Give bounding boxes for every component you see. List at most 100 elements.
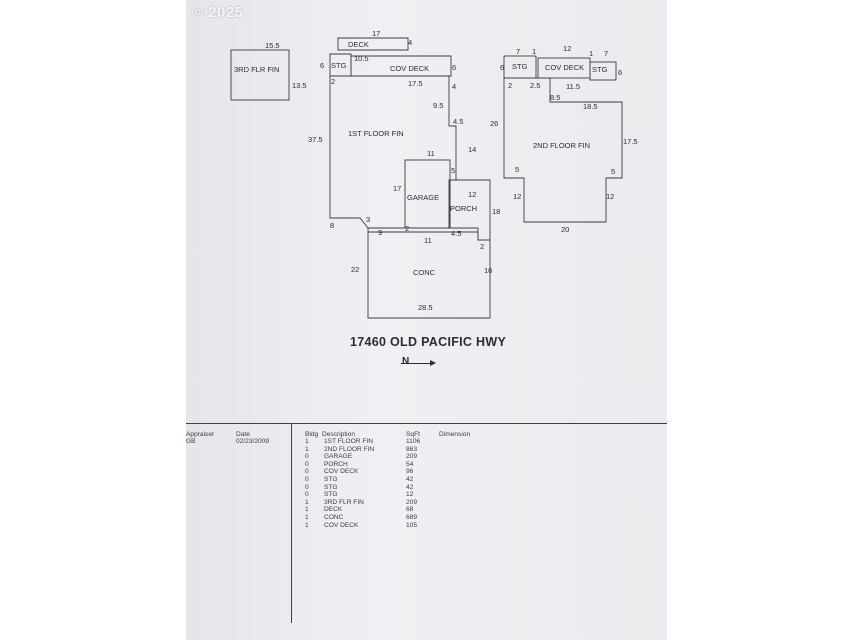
table-cell: COV DECK	[324, 468, 359, 476]
room-third-floor	[230, 49, 290, 101]
label-stg-b: STG	[512, 62, 528, 71]
table-cell: 1106	[406, 438, 421, 445]
table-cell: 1	[305, 438, 309, 445]
label-first-floor: 1ST FLOOR FIN	[348, 129, 404, 138]
floor-plan-sketch: 3RD FLR FIN DECK STG COV DECK 1ST FLOOR …	[230, 29, 638, 319]
label-stg-c: STG	[592, 65, 608, 74]
table-cell: 54	[406, 460, 414, 468]
bldg-column: 1 1 0 0 0 0 0 0 1 1 1 1	[305, 438, 309, 529]
table-divider	[291, 423, 292, 623]
description-column: 1ST FLOOR FIN 2ND FLOOR FIN GARAGE PORCH…	[324, 438, 374, 529]
table-cell: PORCH	[324, 460, 348, 468]
north-label: N	[402, 356, 410, 367]
table-cell: 2ND FLOOR FIN	[324, 445, 375, 453]
table-cell: 209	[406, 498, 418, 506]
label-deck: DECK	[348, 40, 369, 49]
table-cell: CONC	[324, 513, 344, 521]
dim: 4	[452, 82, 456, 91]
table-cell: 689	[406, 513, 418, 521]
dim: 11	[424, 236, 432, 245]
table-cell: DECK	[324, 506, 343, 514]
room-conc	[367, 228, 491, 319]
dim: 18.5	[583, 102, 598, 111]
table-cell: 1	[305, 506, 309, 514]
table-cell: 863	[406, 445, 418, 453]
table-cell: STG	[324, 491, 338, 499]
dim: 3	[366, 215, 370, 224]
dim: 11	[427, 149, 435, 158]
dim: 2.5	[530, 81, 540, 90]
table-cell: 105	[406, 521, 418, 529]
table-cell: 1	[305, 445, 309, 453]
table-cell: COV DECK	[324, 521, 359, 529]
label-conc: CONC	[413, 268, 436, 277]
room-stg-c	[589, 61, 617, 81]
table-cell: 96	[406, 468, 414, 476]
label-third-floor: 3RD FLR FIN	[234, 65, 279, 74]
dim: 12	[513, 192, 521, 201]
table-cell: 42	[406, 483, 414, 491]
appraiser-value: GB	[186, 438, 196, 445]
dim: 2	[331, 77, 335, 86]
dim: 16	[484, 266, 492, 275]
room-cov-deck-a	[350, 55, 452, 77]
description-header: Description	[322, 431, 355, 438]
dim: 13.5	[292, 81, 307, 90]
dim: 2	[508, 81, 512, 90]
table-cell: 3RD FLR FIN	[324, 498, 364, 506]
dim: 1	[532, 47, 536, 56]
table-cell: 1	[305, 513, 309, 521]
dim: 2	[480, 242, 484, 251]
table-cell: 1ST FLOOR FIN	[324, 438, 373, 445]
table-cell: 0	[305, 491, 309, 499]
property-address: 17460 OLD PACIFIC HWY	[350, 335, 507, 349]
table-cell: 0	[305, 460, 309, 468]
dim: 10.5	[354, 54, 369, 63]
table-cell: 68	[406, 506, 414, 514]
dim: 9.5	[433, 101, 443, 110]
label-second-floor: 2ND FLOOR FIN	[533, 141, 590, 150]
room-deck	[337, 37, 409, 51]
dim: 4	[408, 38, 412, 47]
dim: 20	[561, 225, 569, 234]
dim: 5	[515, 165, 519, 174]
dim: 5	[611, 167, 615, 176]
sqft-header: SqFt	[406, 431, 420, 438]
label-porch: PORCH	[450, 204, 477, 213]
sketch-summary-table	[186, 423, 667, 640]
dim: 7	[516, 47, 520, 56]
dim: 37.5	[308, 135, 323, 144]
table-cell: 42	[406, 475, 414, 483]
dim: 9	[378, 228, 382, 237]
table-cell: 209	[406, 453, 418, 461]
dim: 18	[492, 207, 500, 216]
copyright-watermark: © 2025	[192, 4, 244, 21]
dim: 26	[490, 119, 498, 128]
dim: 6	[320, 61, 324, 70]
north-arrow-icon	[401, 360, 436, 366]
room-first-floor	[329, 75, 457, 229]
dim: 12	[606, 192, 614, 201]
room-second-floor	[503, 77, 623, 223]
dim: 15.5	[265, 41, 280, 50]
table-cell: 12	[406, 491, 414, 499]
dim: 12	[468, 190, 476, 199]
date-header: Date	[236, 431, 250, 438]
dim: 6	[618, 68, 622, 77]
dim: 28.5	[418, 303, 433, 312]
dim: 6	[452, 63, 456, 72]
dim: 17	[372, 29, 380, 38]
table-cell: 1	[305, 521, 309, 529]
dim: 17.5	[623, 137, 638, 146]
table-cell: 1	[305, 498, 309, 506]
dim: 8.5	[550, 93, 560, 102]
date-value: 02/23/2009	[236, 438, 270, 445]
dim: 17.5	[408, 79, 423, 88]
dim: 7	[604, 49, 608, 58]
label-stg-a: STG	[331, 61, 347, 70]
document-photo: © 2025 3RD FLR FIN DECK STG COV DECK 1ST…	[186, 0, 667, 640]
dim: 4.5	[451, 229, 461, 238]
dim: 5	[451, 166, 455, 175]
dim: 6	[500, 63, 504, 72]
dim: 12	[563, 44, 571, 53]
